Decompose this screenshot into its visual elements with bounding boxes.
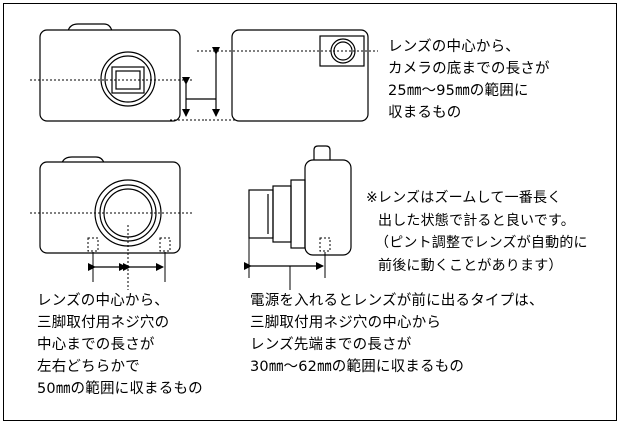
callout-line: 左右どちらかで <box>37 359 140 375</box>
height-range-arrows <box>182 47 220 117</box>
callout-line: 50㎜の範囲に収まるもの <box>37 381 203 397</box>
diagram-frame <box>3 3 617 421</box>
zoom-note: ※レンズはズームして一番長く 出した状態で計ると良いです。 （ピント調整でレンズ… <box>366 187 588 277</box>
callout-line: レンズの中心から、 <box>37 293 170 309</box>
callout-line: レンズ先端までの長さが <box>250 337 412 353</box>
callout-line: 三脚取付用ネジ穴の中心から <box>250 315 442 331</box>
camera-front-view-bottom <box>39 156 181 254</box>
callout-line: 三脚取付用ネジ穴の <box>37 315 170 331</box>
callout-lens-to-tripod: レンズの中心から、 三脚取付用ネジ穴の 中心までの長さが 左右どちらかで 50㎜… <box>37 290 203 400</box>
note-line: 前後に動くことがあります） <box>378 257 563 274</box>
camera-back-view <box>231 29 369 122</box>
camera-side-view <box>248 145 352 256</box>
note-line: （ピント調整でレンズが自動的に <box>375 235 588 251</box>
callout-line: 中心までの長さが <box>37 337 155 353</box>
note-line: 出した状態で計ると良いです。 <box>378 212 575 229</box>
callout-lens-to-bottom: レンズの中心から、 カメラの底までの長さが 25㎜〜95㎜の範囲に 収まるもの <box>388 36 550 124</box>
callout-line: 30㎜〜62㎜の範囲に収まるもの <box>250 359 465 375</box>
callout-line: 25㎜〜95㎜の範囲に <box>388 83 529 99</box>
callout-line: カメラの底までの長さが <box>388 61 550 77</box>
callout-lens-extension: 電源を入れるとレンズが前に出るタイプは、 三脚取付用ネジ穴の中心から レンズ先端… <box>250 290 544 378</box>
callout-line: 収まるもの <box>388 105 462 121</box>
callout-line: 電源を入れるとレンズが前に出るタイプは、 <box>250 293 544 309</box>
camera-front-view-top <box>39 23 181 122</box>
note-line: ※レンズはズームして一番長く <box>366 190 562 206</box>
callout-line: レンズの中心から、 <box>388 39 521 55</box>
